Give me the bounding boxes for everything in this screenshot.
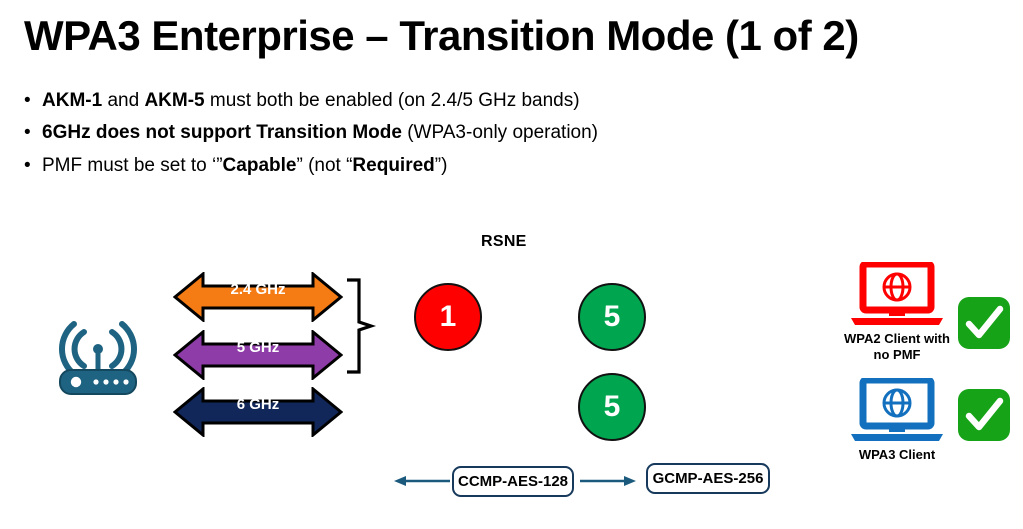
bullet-item-pmf: • PMF must be set to ‘”Capable” (not “Re… [24, 151, 824, 180]
bullet-list: • AKM-1 and AKM-5 must both be enabled (… [24, 86, 824, 183]
client-wpa2: WPA2 Client with no PMF [838, 262, 956, 362]
bullet-text-akm: AKM-1 and AKM-5 must both be enabled (on… [42, 90, 580, 111]
cipher-box-gcmp-aes-256[interactable]: GCMP-AES-256 [646, 463, 770, 494]
bullet-marker: • [24, 154, 31, 176]
transition-mode-brace [345, 277, 381, 375]
cipher-flow-arrow-left [392, 472, 452, 490]
band-arrow-6ghz: 6 GHz [173, 387, 343, 437]
wifi-router-icon [48, 312, 148, 398]
client-caption-wpa3: WPA3 Client [858, 447, 936, 462]
cipher-box-ccmp-aes-128[interactable]: CCMP-AES-128 [452, 466, 574, 497]
laptop-icon [851, 262, 943, 325]
bullet-item-6ghz: • 6GHz does not support Transition Mode … [24, 118, 824, 147]
green-check-icon [957, 296, 1011, 350]
client-caption-wpa2: WPA2 Client with no PMF [844, 331, 950, 362]
bullet-text-6ghz: 6GHz does not support Transition Mode (W… [42, 122, 599, 144]
akm-circle-5-lower: 5 [578, 373, 646, 441]
cipher-flow-arrow-right [578, 472, 638, 490]
band-arrow-5ghz: 5 GHz [173, 330, 343, 380]
laptop-icon [851, 378, 943, 441]
akm-circle-1: 1 [414, 283, 482, 351]
bullet-item-akm: • AKM-1 and AKM-5 must both be enabled (… [24, 86, 824, 115]
bullet-marker: • [24, 90, 31, 111]
green-check-icon [957, 388, 1011, 442]
client-wpa3: WPA3 Client [838, 378, 956, 463]
bullet-text-pmf: PMF must be set to ‘”Capable” (not “Requ… [42, 154, 448, 176]
akm-circle-5-upper: 5 [578, 283, 646, 351]
rsne-label: RSNE [481, 233, 527, 250]
bullet-marker: • [24, 122, 31, 144]
band-arrow-2-4ghz: 2.4 GHz [173, 272, 343, 322]
page-title: WPA3 Enterprise – Transition Mode (1 of … [24, 12, 859, 59]
